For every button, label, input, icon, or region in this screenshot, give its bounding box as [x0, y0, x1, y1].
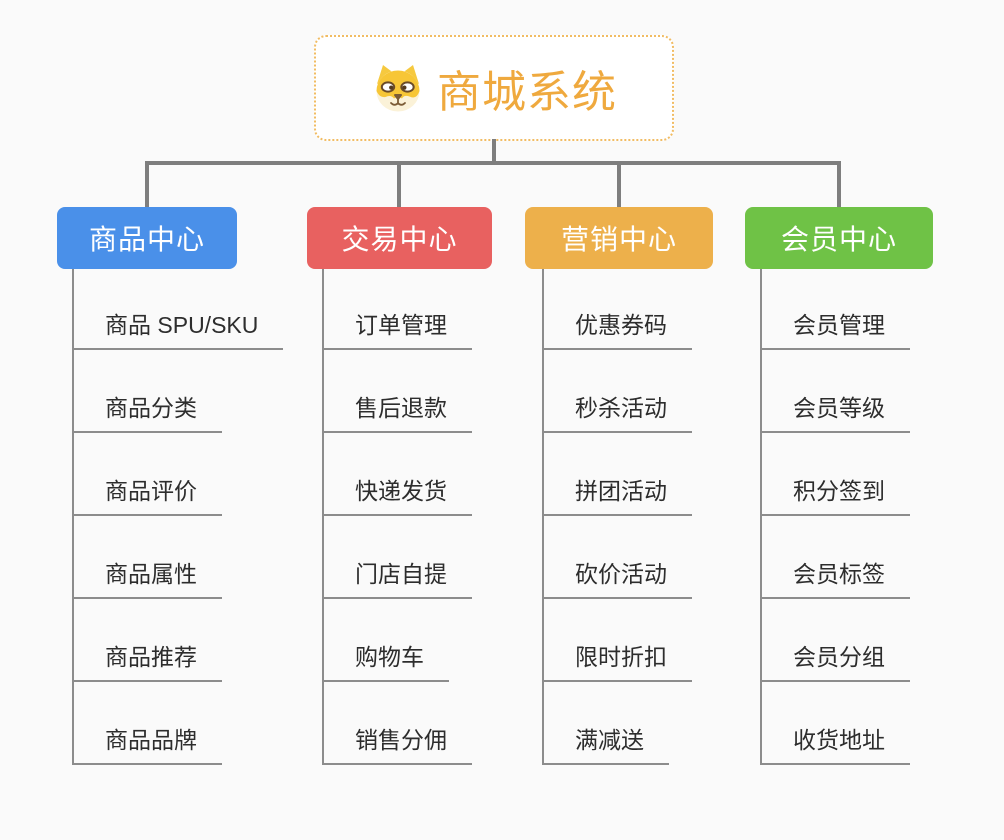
leaf-item[interactable]: 商品分类 [72, 394, 222, 433]
leaf-item[interactable]: 会员管理 [760, 311, 910, 350]
leaf-item[interactable]: 收货地址 [760, 726, 910, 765]
connector-stem-marketing [617, 161, 621, 207]
connector-stem-trade [397, 161, 401, 207]
branch-member-center[interactable]: 会员中心 [745, 207, 933, 269]
leaf-item[interactable]: 商品推荐 [72, 643, 222, 682]
dog-face-icon [376, 65, 420, 112]
connector-stem-member [837, 161, 841, 207]
branch-member-children: 会员管理 会员等级 积分签到 会员标签 会员分组 收货地址 [760, 269, 1004, 766]
leaf-item[interactable]: 售后退款 [322, 394, 472, 433]
branch-marketing-center[interactable]: 营销中心 [525, 207, 713, 269]
branch-product-center[interactable]: 商品中心 [57, 207, 237, 269]
connector-stem-product [145, 161, 149, 207]
leaf-item[interactable]: 商品属性 [72, 560, 222, 599]
branch-marketing-drop-line [542, 269, 544, 765]
leaf-item[interactable]: 商品评价 [72, 477, 222, 516]
branch-trade-drop-line [322, 269, 324, 765]
leaf-item[interactable]: 商品 SPU/SKU [72, 311, 284, 350]
branch-product-drop-line [72, 269, 74, 765]
connector-root-stem [492, 139, 496, 165]
leaf-item[interactable]: 积分签到 [760, 477, 910, 516]
branch-marketing-children: 优惠券码 秒杀活动 拼团活动 砍价活动 限时折扣 满减送 [542, 269, 802, 766]
leaf-item[interactable]: 订单管理 [322, 311, 472, 350]
leaf-item[interactable]: 限时折扣 [542, 643, 692, 682]
leaf-item[interactable]: 优惠券码 [542, 311, 692, 350]
leaf-item[interactable]: 商品品牌 [72, 726, 222, 765]
leaf-item[interactable]: 满减送 [542, 726, 669, 765]
leaf-item[interactable]: 销售分佣 [322, 726, 472, 765]
leaf-item[interactable]: 砍价活动 [542, 560, 692, 599]
leaf-item[interactable]: 拼团活动 [542, 477, 692, 516]
leaf-item[interactable]: 秒杀活动 [542, 394, 692, 433]
leaf-item[interactable]: 门店自提 [322, 560, 472, 599]
branch-trade-center[interactable]: 交易中心 [307, 207, 492, 269]
leaf-item[interactable]: 购物车 [322, 643, 449, 682]
root-title: 商城系统 [437, 68, 617, 117]
branch-product-children: 商品 SPU/SKU 商品分类 商品评价 商品属性 商品推荐 商品品牌 [72, 269, 332, 766]
connector-bus [147, 161, 841, 165]
root-node-mall-system[interactable]: 商城系统 [314, 35, 674, 141]
leaf-item[interactable]: 会员标签 [760, 560, 910, 599]
leaf-item[interactable]: 会员等级 [760, 394, 910, 433]
branch-member-drop-line [760, 269, 762, 765]
branch-trade-children: 订单管理 售后退款 快递发货 门店自提 购物车 销售分佣 [322, 269, 582, 766]
leaf-item[interactable]: 会员分组 [760, 643, 910, 682]
leaf-item[interactable]: 快递发货 [322, 477, 472, 516]
